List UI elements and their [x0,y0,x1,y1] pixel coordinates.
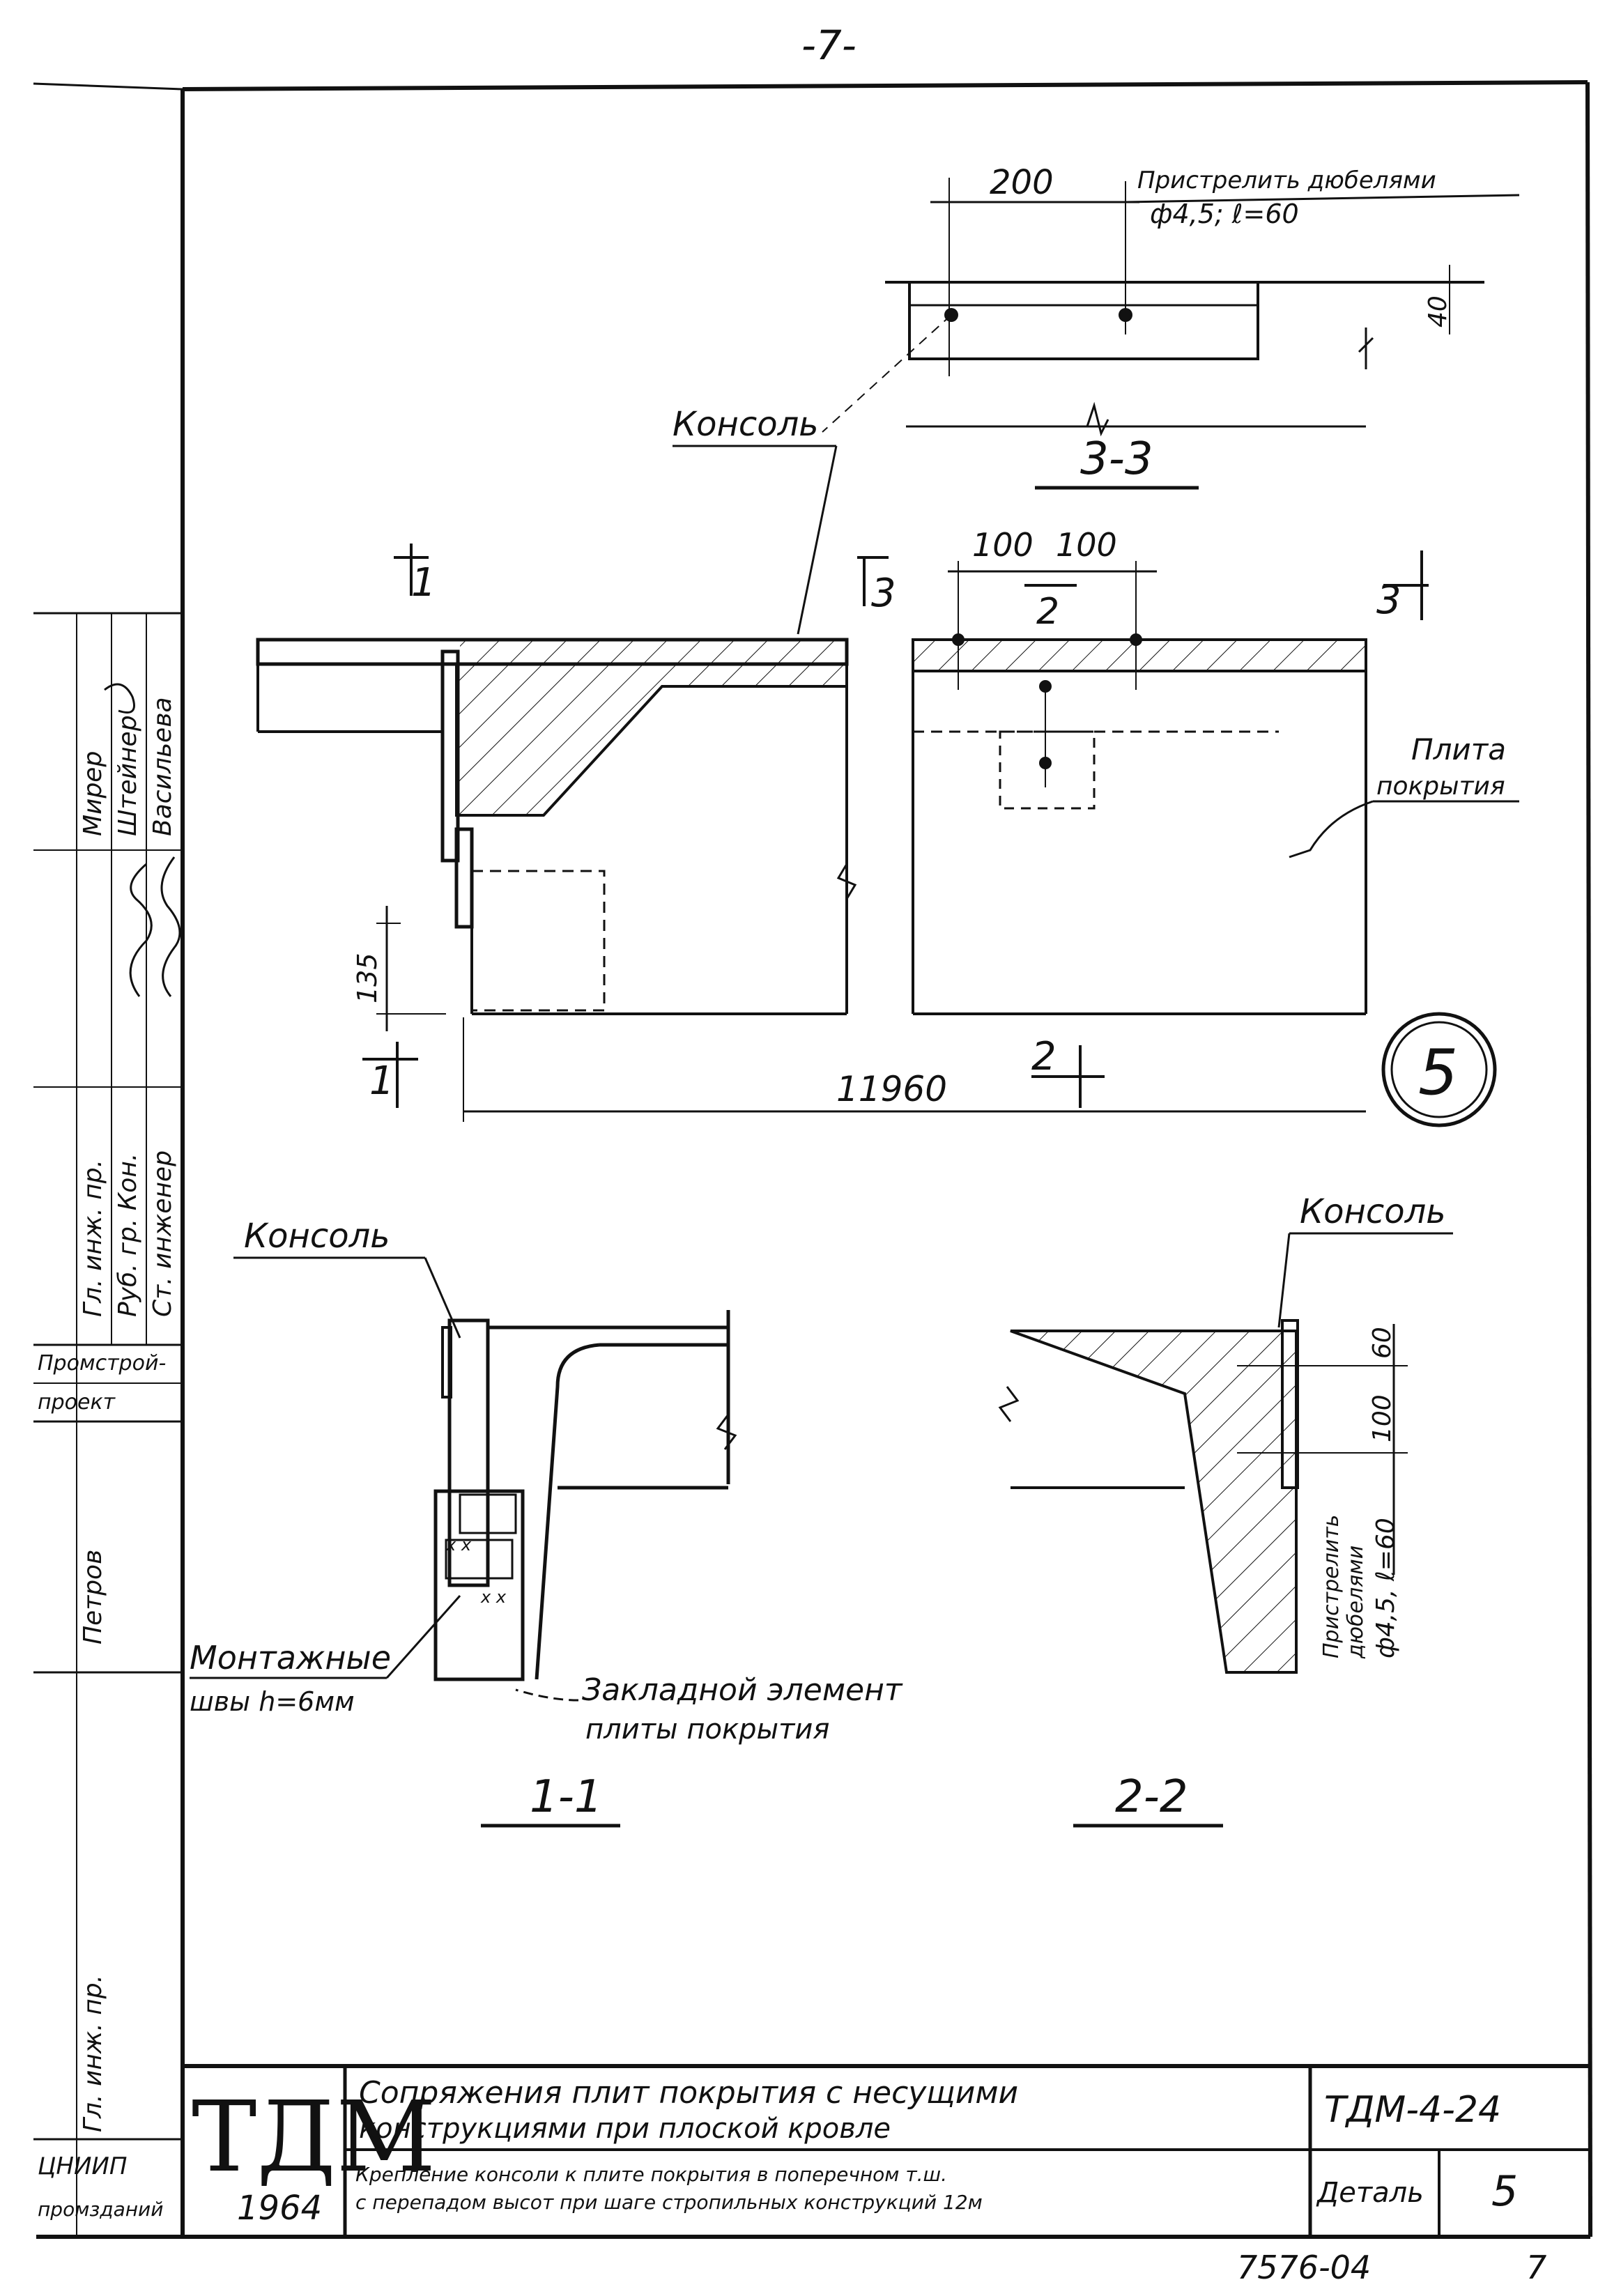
stamp-name-2: Штейнер [114,715,142,836]
dim-100-a: 100 [972,526,1034,564]
stamp-role-3: Ст. инженер [148,1150,177,1317]
title-year: 1964 [237,2189,322,2228]
desc-line-1: Крепление консоли к плите покрытия в поп… [355,2163,947,2186]
plita-label-2: покрытия [1376,772,1505,801]
embedded-label-2: плиты покрытия [585,1713,829,1746]
cut-2-top: 2 [1036,591,1059,633]
stamp-cniip-2: промзданий [38,2198,163,2221]
elevation-view: Консоль 100 100 [256,405,1519,1127]
dim-100-2-2: 100 [1368,1394,1397,1442]
desc-line-2: с перепадом высот при шаге стропильных к… [355,2191,983,2214]
dowel-note-2-2-1: Пристрелить [1319,1515,1344,1658]
section-1-1-label: 1-1 [530,1771,603,1823]
title-block: ТДМ 1964 Сопряжения плит покрытия с несу… [183,2064,1589,2237]
signature-1 [129,863,153,997]
stamp-cniip: ЦНИИП [38,2152,127,2180]
stamp-name-3: Васильева [148,697,177,836]
dim-40: 40 [1424,295,1452,328]
dowel-note-2-2-3: ф4,5, ℓ=60 [1372,1518,1400,1658]
cut-3-right: 3 [1376,578,1401,623]
section-3-3-label: 3-3 [1080,433,1153,485]
page-number: -7- [801,22,856,69]
konsol-label-1-1: Консоль [244,1217,390,1256]
embedded-label-1: Закладной элемент [582,1672,903,1708]
title-line-2: конструкциями при плоской кровле [359,2113,891,2145]
cut-2-bottom: 2 [1031,1034,1057,1079]
dim-100-b: 100 [1056,526,1117,564]
dim-200: 200 [990,163,1054,202]
svg-text:x x: x x [480,1587,507,1607]
dowel-point-2 [1119,308,1132,322]
sheet-frame [33,80,1592,2239]
stamp-petrov: Петров [79,1550,107,1644]
section-2-2-label: 2-2 [1115,1771,1188,1823]
dowel-note-line2: ф4,5; ℓ=60 [1150,199,1299,229]
dowel-note-line1: Пристрелить дюбелями [1137,167,1436,194]
plita-label-1: Плита [1411,732,1506,766]
footer-code: 7576-04 [1237,2249,1371,2286]
section-1-1: Консоль x x x x Монтажные швы h=6мм Закл… [190,1217,903,1828]
signature-2 [160,856,181,997]
detail-circle [1381,1012,1497,1127]
footer-page: 7 [1526,2249,1546,2286]
title-line-1: Сопряжения плит покрытия с несущими [359,2075,1018,2111]
welds-label-2: швы h=6мм [190,1686,355,1717]
stamp-role-1: Гл. инж. пр. [79,1159,107,1317]
detail-circle-number: 5 [1418,1036,1458,1109]
stamp-org-1: Промстрой- [38,1351,166,1376]
stamp-org-2: проект [38,1390,116,1415]
dim-60: 60 [1368,1327,1397,1359]
stamp-role-2: Руб. гр. Кон. [114,1153,142,1317]
dowel-note-2-2-2: дюбелями [1344,1546,1368,1659]
welds-label-1: Монтажные [190,1639,391,1677]
svg-text:x x: x x [445,1535,472,1555]
cut-1-bottom: 1 [369,1058,394,1104]
cut-3-left: 3 [871,571,896,616]
dim-11960: 11960 [836,1069,947,1109]
left-stamp: Гл. инж. пр. Руб. гр. Кон. Ст. инженер М… [33,612,183,2237]
section-3-3: 200 Пристрелить дюбелями ф4,5; ℓ=60 40 3… [822,163,1520,490]
konsol-label-top: Консоль [673,405,819,444]
detail-label: Деталь [1316,2177,1424,2209]
cut-1-top: 1 [411,560,436,606]
section-2-2: Консоль 60 100 Пристрелить дюбелями ф4,5… [998,1192,1453,1828]
document-code: ТДМ-4-24 [1324,2089,1501,2131]
stamp-name-1: Мирер [79,751,107,836]
signature-3 [104,683,135,714]
dim-135: 135 [352,953,383,1003]
tdm-logo: ТДМ [192,2081,436,2194]
detail-number: 5 [1491,2167,1518,2216]
konsol-label-2-2: Консоль [1300,1192,1446,1231]
stamp-lower-role: Гл. инж. пр. [79,1975,107,2132]
